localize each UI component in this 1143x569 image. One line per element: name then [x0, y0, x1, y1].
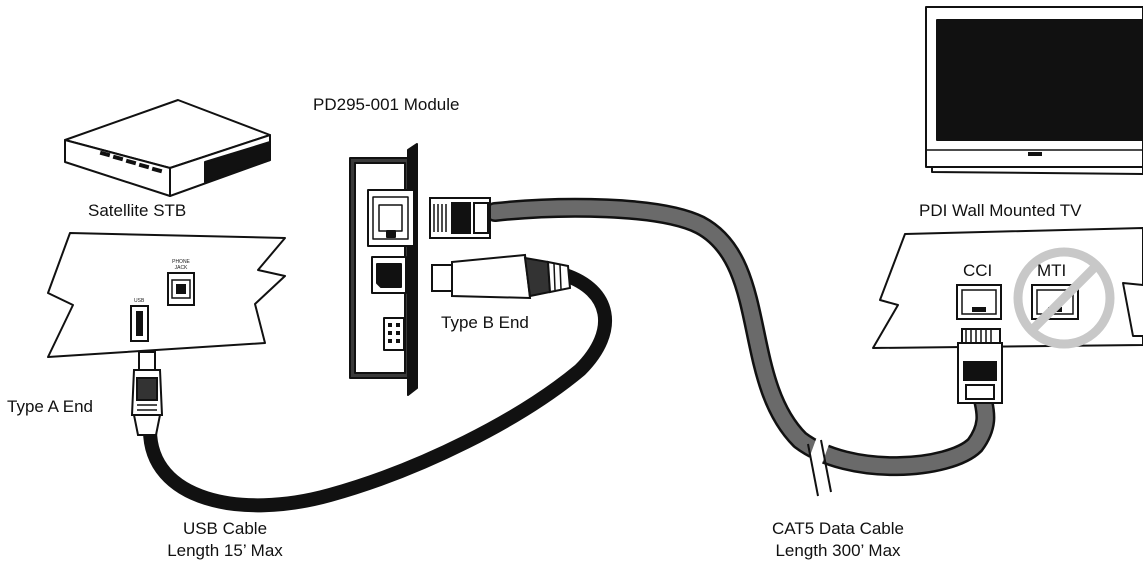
- panel-phone-jack-label: PHONE JACK: [166, 259, 196, 271]
- tv-back-panel: [872, 227, 1143, 349]
- satellite-stb-icon: [64, 99, 271, 197]
- type-a-end-label: Type A End: [7, 397, 94, 416]
- type-b-end-label: Type B End: [441, 313, 529, 332]
- usb-cable-label: USB Cable Length 15’ Max: [150, 518, 300, 562]
- cat5-cable: [485, 197, 996, 497]
- tv-label: PDI Wall Mounted TV: [919, 201, 1082, 220]
- pd295-module: [349, 143, 418, 396]
- mti-label: MTI: [1037, 261, 1067, 280]
- tv-monitor-icon: [925, 6, 1143, 175]
- rj45-plug-icon: [957, 328, 1003, 404]
- panel-usb-label: USB: [134, 298, 145, 304]
- cci-label: CCI: [963, 261, 993, 280]
- prohibited-icon: [1013, 247, 1115, 349]
- usb-type-b-plug-icon: [431, 253, 572, 300]
- cat5-cable-label-line1: CAT5 Data Cable: [772, 519, 904, 538]
- stb-back-panel: [47, 232, 286, 358]
- rj45-plug-icon: [429, 197, 491, 239]
- module-aux-port-icon: [383, 317, 405, 351]
- usb-type-a-plug-icon: [130, 351, 164, 436]
- cat5-cable-label-line2: Length 300’ Max: [775, 541, 901, 560]
- satellite-stb-label: Satellite STB: [88, 201, 187, 220]
- panel-phone-label-line1: PHONE: [172, 259, 190, 265]
- panel-phone-label-line2: JACK: [174, 265, 188, 271]
- usb-cable-label-line1: USB Cable: [182, 519, 268, 538]
- usb-cable: [143, 268, 612, 513]
- usb-cable-label-line2: Length 15’ Max: [167, 541, 283, 560]
- cat5-cable-label: CAT5 Data Cable Length 300’ Max: [748, 518, 928, 562]
- module-title: PD295-001 Module: [313, 95, 460, 114]
